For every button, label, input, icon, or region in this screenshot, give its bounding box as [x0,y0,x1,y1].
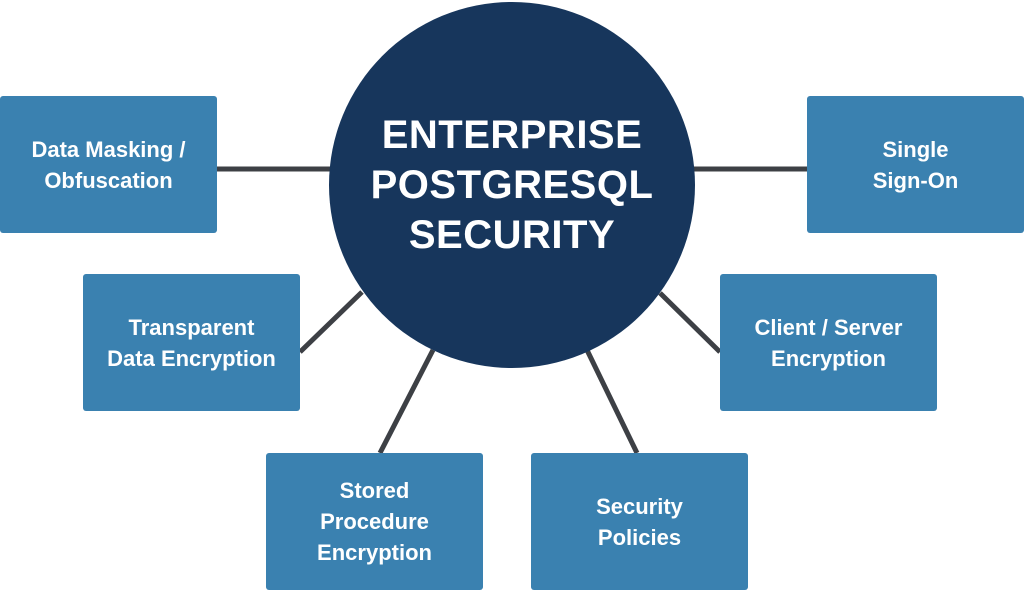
hub-title-line: SECURITY [408,213,616,257]
node-security-policies: Security Policies [531,453,748,590]
node-stored-procedure-encryption: Stored Procedure Encryption [266,453,483,590]
node-label-line: Sign-On [872,167,959,193]
connector-security-policies [584,348,640,455]
node-label-line: Policies [597,524,682,550]
node-label-line: Obfuscation [44,167,173,193]
node-label-line: Encryption [317,540,432,565]
node-label: Stored Procedure Encryption [317,475,432,568]
node-label: Security Policies [596,491,683,553]
node-label-line: Single [882,136,949,162]
node-label: Client / Server Encryption [755,312,903,374]
connector-client-server-encryption [658,291,722,354]
node-client-server-encryption: Client / Server Encryption [720,274,937,411]
node-data-masking: Data Masking / Obfuscation [0,96,217,233]
node-single-sign-on: Single Sign-On [807,96,1024,233]
node-label-line: Stored [339,478,410,503]
node-label-line: Procedure [320,509,429,534]
node-label-line: Data Encryption [107,345,276,371]
connector-stored-procedure-encryption [377,348,436,455]
center-hub: ENTERPRISE POSTGRESQL SECURITY [329,2,695,368]
node-transparent-data-encryption: Transparent Data Encryption [83,274,300,411]
node-label: Single Sign-On [873,134,959,196]
node-label-line: Security [596,493,683,519]
hub-title-line: POSTGRESQL [370,163,654,207]
node-label: Data Masking / Obfuscation [31,134,185,196]
node-label-line: Client / Server [754,314,903,340]
node-label-line: Encryption [771,345,886,371]
hub-title: ENTERPRISE POSTGRESQL SECURITY [371,110,654,260]
hub-title-line: ENTERPRISE [381,113,643,157]
node-label-line: Data Masking / [31,136,186,162]
connector-transparent-data-encryption [298,290,364,354]
node-label-line: Transparent [128,314,255,340]
node-label: Transparent Data Encryption [107,312,276,374]
